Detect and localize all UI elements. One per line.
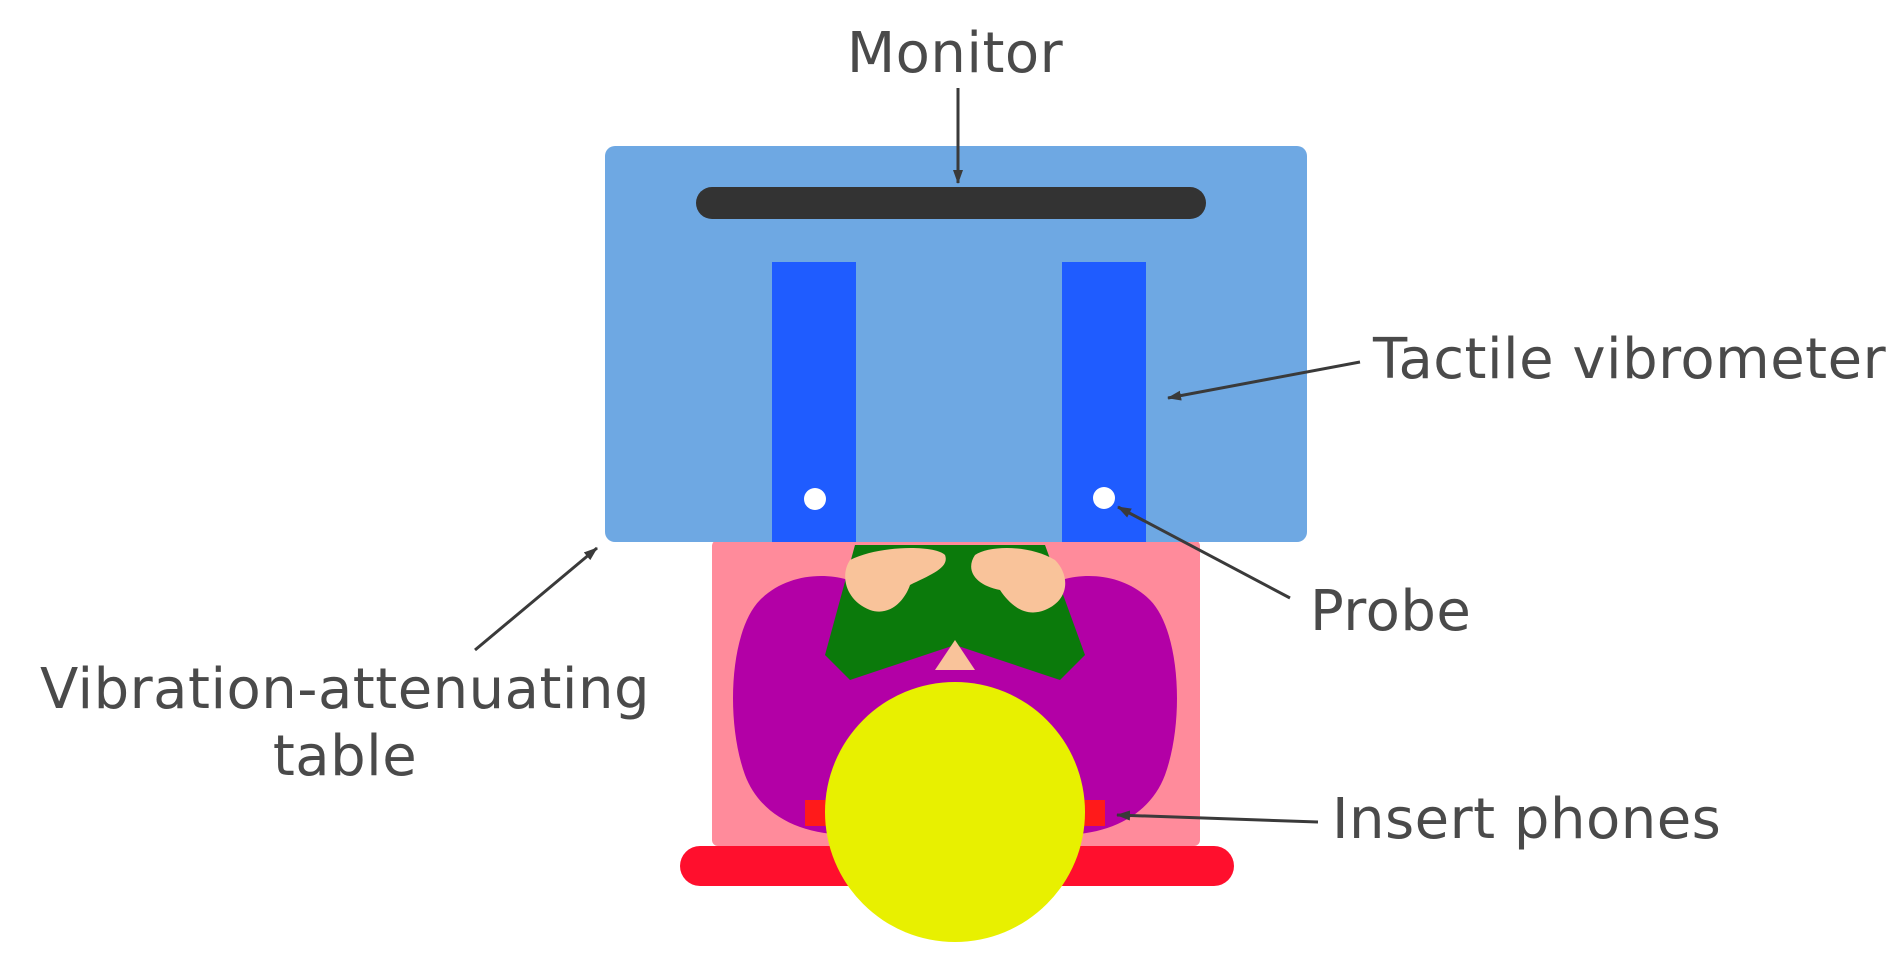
probe-label: Probe (1310, 579, 1471, 644)
left-hand (845, 548, 946, 612)
person-neck (935, 640, 975, 670)
right-hand (971, 548, 1066, 613)
probe-right (1093, 487, 1115, 509)
tactile-vibrometer-arrow (1167, 360, 1361, 401)
table-arrow (474, 546, 598, 652)
person-head (825, 682, 1085, 942)
probe-arrow (1117, 505, 1291, 600)
tactile-vibrometer-label: Tactile vibrometer (1372, 327, 1887, 392)
insert-phone-right (1081, 800, 1105, 826)
table-label-line2: table (273, 724, 417, 789)
monitor-label: Monitor (847, 21, 1064, 86)
insert-phone-left (805, 800, 829, 826)
insert-phones-arrow (1116, 810, 1319, 824)
table-label-line1: Vibration-attenuating (40, 657, 650, 722)
monitor (696, 187, 1206, 219)
probe-left (804, 488, 826, 510)
insert-phones-label: Insert phones (1332, 787, 1721, 852)
